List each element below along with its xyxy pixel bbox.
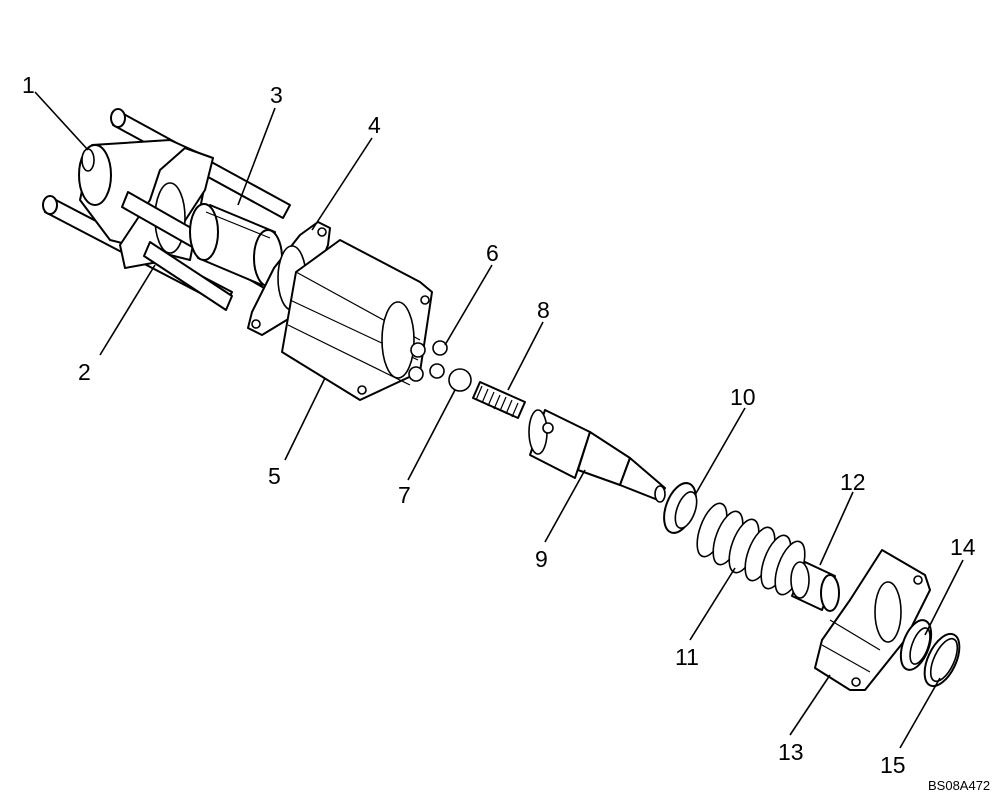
callout-5: 5: [268, 463, 281, 489]
part-6-balls: [408, 340, 448, 382]
leader-lines: [34, 91, 964, 749]
part-5-pump-body: [281, 239, 433, 401]
callout-7: 7: [398, 482, 411, 508]
part-3-sleeve: [189, 203, 283, 287]
callout-2: 2: [78, 359, 91, 385]
part-10-seal: [663, 482, 698, 534]
callout-8: 8: [537, 297, 550, 323]
part-14-oring: [899, 619, 933, 671]
callout-15: 15: [880, 752, 906, 778]
callout-1: 1: [22, 72, 35, 98]
callout-3: 3: [270, 82, 283, 108]
part-11-spring: [696, 502, 806, 596]
callout-9: 9: [535, 546, 548, 572]
callout-4: 4: [368, 112, 381, 138]
callout-13: 13: [778, 739, 804, 765]
part-15-ring: [923, 632, 961, 688]
part-13-end-cap: [814, 549, 931, 691]
part-12-bushing: [790, 561, 840, 612]
callout-11: 11: [675, 644, 699, 670]
callout-6: 6: [486, 240, 499, 266]
callout-12: 12: [840, 469, 866, 495]
callout-10: 10: [730, 384, 756, 410]
part-7-ball: [448, 368, 472, 392]
part-9-spool: [528, 409, 666, 503]
callout-14: 14: [950, 534, 976, 560]
drawing-code: BS08A472: [928, 778, 990, 793]
callout-labels: 1 2 3 4 5 6 7 8 9 10 11 12 13 14 15: [22, 72, 976, 778]
part-4-gasket: [247, 221, 331, 336]
part-8-spring: [472, 381, 526, 419]
